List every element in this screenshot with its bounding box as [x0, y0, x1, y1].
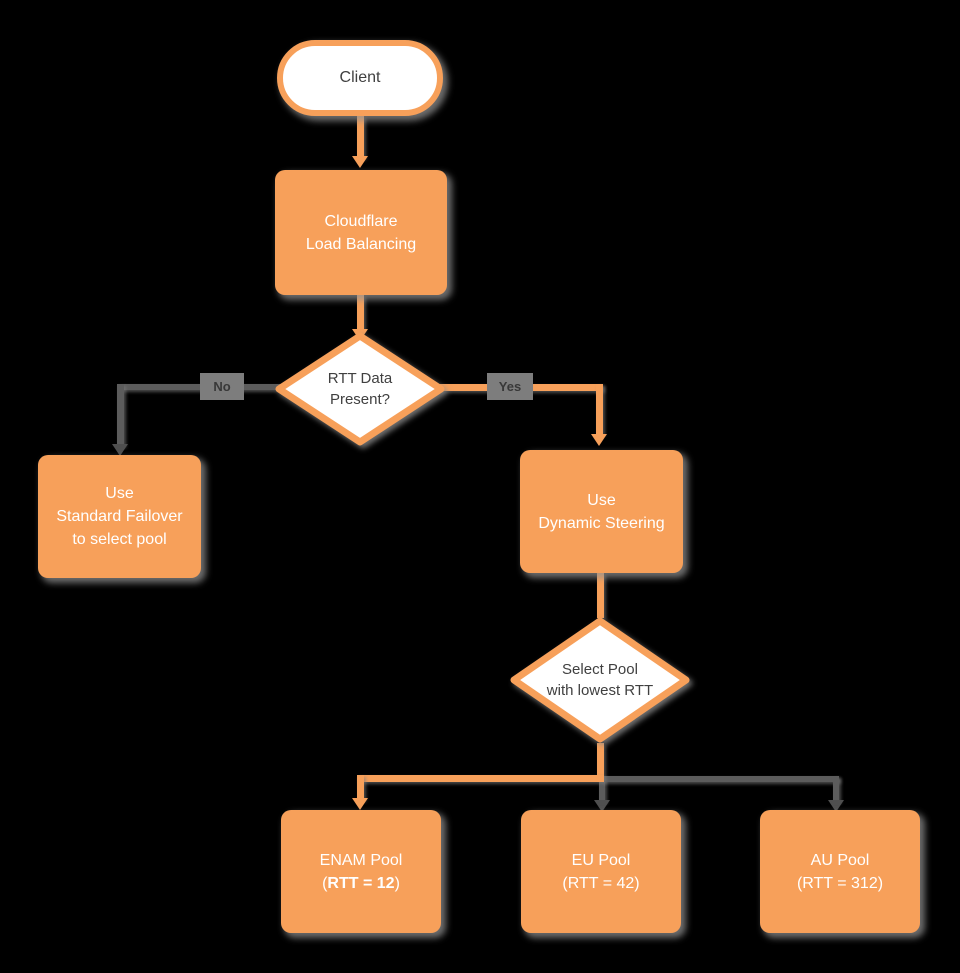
- decision-select-pool-shape: [510, 617, 690, 743]
- edge-label-no: No: [200, 373, 244, 400]
- node-eu-pool-line1: EU Pool: [571, 851, 631, 869]
- edge-to-eu-vertical: [599, 777, 605, 802]
- node-eu-pool-line2: (RTT = 42): [562, 874, 640, 892]
- edge-client-to-cloudflare: [357, 116, 364, 158]
- edge-label-yes: Yes: [487, 373, 533, 400]
- edge-label-yes-text: Yes: [498, 379, 522, 394]
- node-enam-pool-rtt-value: RTT = 12: [327, 874, 395, 892]
- edge-to-enam-vertical: [357, 775, 364, 800]
- node-cloudflare-line1: Cloudflare: [324, 212, 398, 230]
- node-dynamic-steering-line2: Dynamic Steering: [538, 514, 665, 532]
- arrowhead-to-eu-pool: [594, 800, 610, 812]
- node-dynamic-steering-line1: Use: [587, 491, 616, 509]
- node-enam-pool-line1: ENAM Pool: [319, 851, 403, 869]
- arrowhead-to-au-pool: [828, 800, 844, 812]
- node-standard-failover-line1: Use: [105, 485, 134, 502]
- decision-rtt-data-present: RTT Data Present?: [273, 330, 447, 448]
- node-enam-pool-line2: (RTT = 12): [322, 874, 400, 892]
- node-au-pool-line2: (RTT = 312): [796, 874, 884, 892]
- node-eu-pool: EU Pool (RTT = 42): [521, 810, 681, 933]
- decision-rtt-line2: Present?: [329, 391, 391, 408]
- edge-to-au-vertical: [833, 776, 839, 802]
- decision-rtt-line1: RTT Data: [327, 370, 393, 387]
- node-enam-pool: ENAM Pool (RTT = 12): [281, 810, 441, 933]
- arrowhead-to-standard-failover: [112, 444, 128, 456]
- edge-cloudflare-to-decision: [357, 295, 364, 331]
- edge-to-au-horizontal: [602, 776, 839, 782]
- node-au-pool: AU Pool (RTT = 312): [760, 810, 920, 933]
- decision-select-pool: Select Pool with lowest RTT: [508, 615, 692, 745]
- decision-rtt-shape: [275, 332, 445, 446]
- node-dynamic-steering: Use Dynamic Steering: [520, 450, 683, 573]
- edge-label-no-text: No: [213, 379, 231, 394]
- decision-select-pool-line2: with lowest RTT: [546, 682, 654, 699]
- node-standard-failover: Use Standard Failover to select pool: [38, 455, 201, 578]
- arrowhead-to-cloudflare: [352, 156, 368, 168]
- edge-steering-to-select: [597, 573, 604, 618]
- arrowhead-to-dynamic-steering: [591, 434, 607, 446]
- arrowhead-to-enam-pool: [352, 798, 368, 810]
- decision-select-pool-line1: Select Pool: [562, 661, 638, 678]
- node-cloudflare-line2: Load Balancing: [305, 235, 417, 253]
- node-au-pool-line1: AU Pool: [810, 851, 870, 869]
- edge-no-vertical: [117, 384, 124, 446]
- edge-to-enam-horizontal: [357, 775, 604, 782]
- node-standard-failover-line3: to select pool: [72, 531, 167, 548]
- edge-select-down: [597, 743, 604, 779]
- edge-yes-vertical: [596, 384, 603, 434]
- node-client: Client: [277, 40, 443, 116]
- node-standard-failover-line2: Standard Failover: [56, 508, 183, 525]
- node-cloudflare-load-balancing: Cloudflare Load Balancing: [275, 170, 447, 295]
- node-client-label: Client: [339, 69, 381, 86]
